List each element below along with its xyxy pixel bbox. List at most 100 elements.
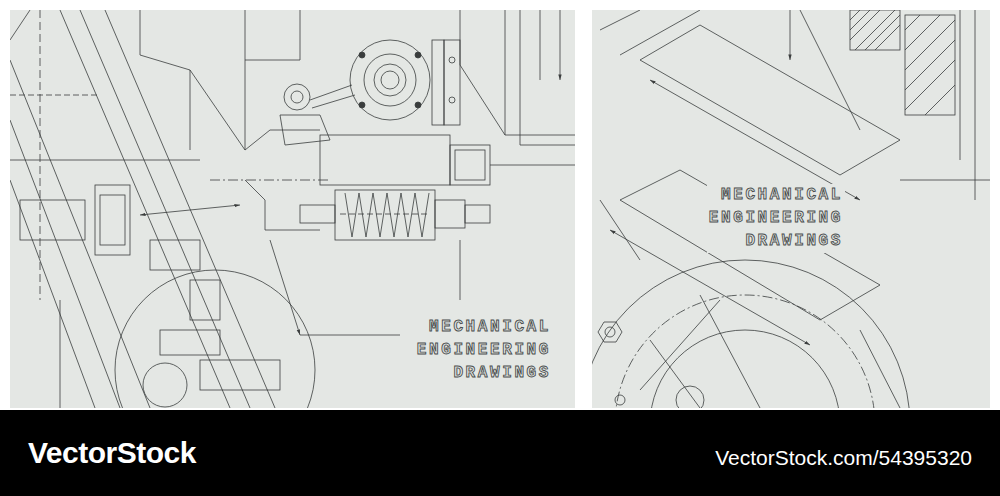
drawing-line (300, 205, 335, 223)
drawing-line (0, 410, 1000, 496)
drawing-line (460, 10, 505, 135)
drawing-line (592, 10, 990, 408)
drawing-line (520, 10, 575, 145)
watermark-text: MECHANICAL ENGINEERING DRAWINGS (415, 316, 553, 385)
drawing-line (450, 145, 490, 185)
drawing-line (875, 25, 900, 50)
drawing-line (650, 330, 840, 408)
drawing-line (455, 150, 485, 180)
drawing-line (150, 240, 200, 270)
drawing-line (640, 300, 720, 390)
drawing-line (650, 80, 860, 200)
drawing-line (865, 15, 900, 50)
drawing-line (615, 395, 625, 405)
drawing-line (340, 214, 430, 215)
drawing-line (374, 64, 406, 96)
drawing-line (850, 10, 880, 40)
drawing-line (359, 102, 365, 108)
drawing-line (280, 115, 330, 145)
drawing-line (435, 200, 465, 228)
drawing-line (20, 200, 85, 240)
drawing-line (10, 180, 95, 408)
drawing-line (10, 95, 100, 96)
drawing-line (270, 240, 300, 335)
drawing-line (140, 205, 240, 215)
drawing-line (449, 97, 455, 103)
drawing-line (855, 10, 895, 50)
drawing-line (40, 10, 41, 300)
drawing-line (444, 40, 460, 125)
drawing-line (490, 165, 575, 166)
drawing-line (449, 57, 455, 63)
drawing-line (505, 135, 575, 136)
drawing-line (465, 205, 490, 223)
drawing-line (650, 340, 700, 408)
drawing-line (598, 322, 622, 342)
drawing-line (345, 193, 429, 237)
drawing-line (700, 295, 760, 408)
drawing-line (359, 52, 365, 58)
brand-name: VectorStock (28, 436, 196, 470)
drawing-line (160, 330, 220, 355)
drawing-line (10, 10, 30, 40)
drawing-line (900, 180, 990, 181)
drawing-line (960, 10, 961, 160)
drawing-line (540, 10, 541, 80)
drawing-line (245, 130, 320, 150)
drawing-line (143, 363, 187, 407)
drawing-line (60, 300, 61, 408)
drawing-line (115, 270, 315, 408)
drawing-line (640, 25, 900, 175)
drawing-line (600, 10, 640, 30)
drawing-line (284, 84, 310, 110)
drawing-line (100, 195, 125, 245)
drawing-line (615, 295, 875, 408)
drawing-line (925, 85, 955, 115)
drawing-line (60, 10, 230, 408)
drawing-line (320, 135, 450, 185)
drawing-line (415, 102, 421, 108)
drawing-line (140, 10, 245, 150)
drawing-line (600, 200, 640, 260)
drawing-line (291, 91, 303, 103)
drawing-line (860, 330, 900, 408)
drawing-line (790, 10, 791, 60)
image-url: VectorStock.com/54395320 (715, 446, 972, 470)
drawing-line (335, 190, 435, 240)
drawing-line (905, 60, 955, 110)
drawing-line (620, 170, 880, 320)
drawing-line (560, 10, 561, 80)
drawing-line (312, 95, 355, 108)
drawing-line (364, 54, 416, 106)
drawing-line (190, 280, 220, 320)
drawing-line (592, 260, 910, 408)
drawing-line (592, 10, 990, 408)
drawing-line (10, 60, 150, 408)
drawing-line (432, 40, 444, 125)
drawing-line (190, 70, 191, 150)
watermark-text: MECHANICAL ENGINEERING DRAWINGS (707, 184, 845, 253)
drawing-line (905, 15, 955, 115)
drawing-line (10, 10, 575, 408)
drawing-line (10, 160, 200, 161)
drawing-line (10, 120, 120, 408)
drawing-line (460, 240, 461, 300)
drawing-line (350, 40, 430, 120)
drawing-line (105, 10, 275, 408)
drawing-line (850, 10, 870, 30)
drawing-line (245, 10, 300, 60)
drawing-line (905, 40, 955, 90)
drawing-line (10, 10, 575, 408)
drawing-line (975, 10, 976, 200)
drawing-line (905, 15, 940, 50)
drawing-line (676, 386, 704, 408)
drawing-line (80, 10, 250, 408)
drawing-line (210, 180, 330, 181)
drawing-line (905, 20, 955, 70)
drawing-line (850, 10, 860, 20)
drawing-line (800, 10, 860, 130)
drawing-line (381, 71, 399, 89)
